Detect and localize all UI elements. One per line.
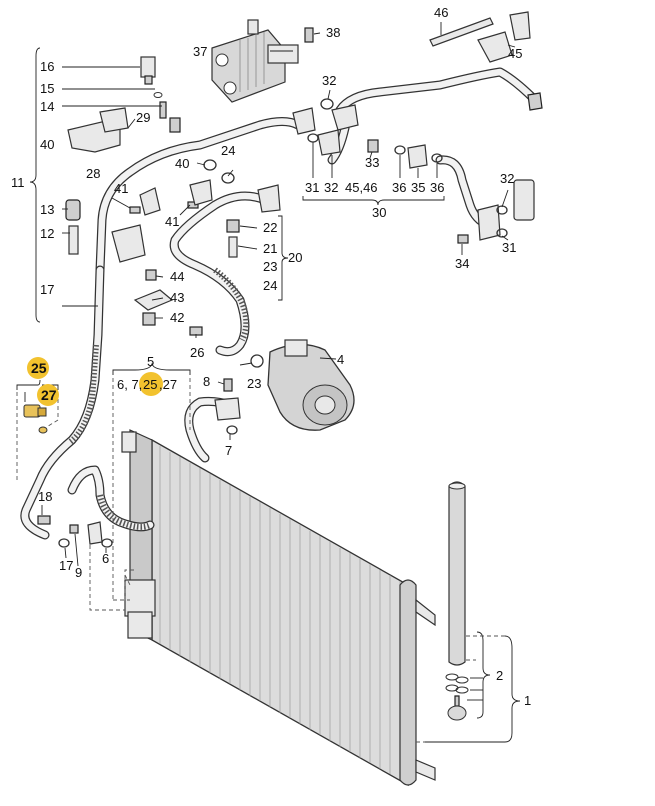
callout-21: 21 <box>263 241 277 256</box>
callout-5-list-b: ,27 <box>159 377 177 392</box>
callout-25: 25 <box>31 360 47 376</box>
heat-exchanger <box>211 19 299 103</box>
receiver-drier <box>445 481 469 721</box>
callout-13: 13 <box>40 202 54 217</box>
callout-32-right: 32 <box>500 171 514 186</box>
callout-14: 14 <box>40 99 54 114</box>
callout-42: 42 <box>170 310 184 325</box>
callout-40-mid: 40 <box>175 156 189 171</box>
callout-2: 2 <box>496 668 503 683</box>
highlight-badge-25-top <box>27 357 49 379</box>
callout-12: 12 <box>40 226 54 241</box>
callout-18: 18 <box>38 489 52 504</box>
callout-8: 8 <box>203 374 210 389</box>
highlight-badge-27 <box>37 384 59 406</box>
callout-7: 7 <box>225 443 232 458</box>
callout-32-top: 32 <box>322 73 336 88</box>
callout-45-46: 45,46 <box>345 180 378 195</box>
callout-5-list-a: 6, 7, <box>117 377 142 392</box>
callout-36-a: 36 <box>392 180 406 195</box>
callout-44: 44 <box>170 269 184 284</box>
small-parts <box>23 11 543 548</box>
callout-31-a: 31 <box>305 180 319 195</box>
highlight-badges <box>27 357 163 406</box>
callout-26: 26 <box>190 345 204 360</box>
callout-15: 15 <box>40 81 54 96</box>
callout-27: 27 <box>41 387 57 403</box>
callout-17-top: 17 <box>40 282 54 297</box>
callout-20: 20 <box>288 250 302 265</box>
callout-4: 4 <box>337 352 344 367</box>
callout-5: 5 <box>147 354 154 369</box>
callout-28: 28 <box>86 166 100 181</box>
callout-46: 46 <box>434 5 448 20</box>
callout-11: 11 <box>11 175 25 190</box>
callout-24-right: 24 <box>263 278 277 293</box>
callout-24-top: 24 <box>221 143 235 158</box>
compressor <box>250 339 355 431</box>
callout-34: 34 <box>455 256 469 271</box>
callout-17-bottom: 17 <box>59 558 73 573</box>
callout-5-list-highlight: 25 <box>143 377 157 392</box>
callout-labels: 16 15 14 40 11 13 12 17 28 29 41 41 40 2… <box>11 5 531 708</box>
callout-36-b: 36 <box>430 180 444 195</box>
callout-43: 43 <box>170 290 184 305</box>
callout-22: 22 <box>263 220 277 235</box>
condenser <box>121 429 436 787</box>
callout-33: 33 <box>365 155 379 170</box>
callout-41-a: 41 <box>114 181 128 196</box>
callout-32-mid: 32 <box>324 180 338 195</box>
callout-6: 6 <box>102 551 109 566</box>
callout-9: 9 <box>75 565 82 580</box>
callout-31-b: 31 <box>502 240 516 255</box>
callout-23-right: 23 <box>263 259 277 274</box>
callout-35: 35 <box>411 180 425 195</box>
callout-45: 45 <box>508 46 522 61</box>
callout-1: 1 <box>524 693 531 708</box>
leader-lines <box>16 22 521 743</box>
callout-38: 38 <box>326 25 340 40</box>
callout-16: 16 <box>40 59 54 74</box>
callout-37: 37 <box>193 44 207 59</box>
highlight-badge-25-inline <box>139 372 163 396</box>
callout-30: 30 <box>372 205 386 220</box>
callout-41-b: 41 <box>165 214 179 229</box>
callout-40-left: 40 <box>40 137 54 152</box>
callout-29: 29 <box>136 110 150 125</box>
callout-23-low: 23 <box>247 376 261 391</box>
